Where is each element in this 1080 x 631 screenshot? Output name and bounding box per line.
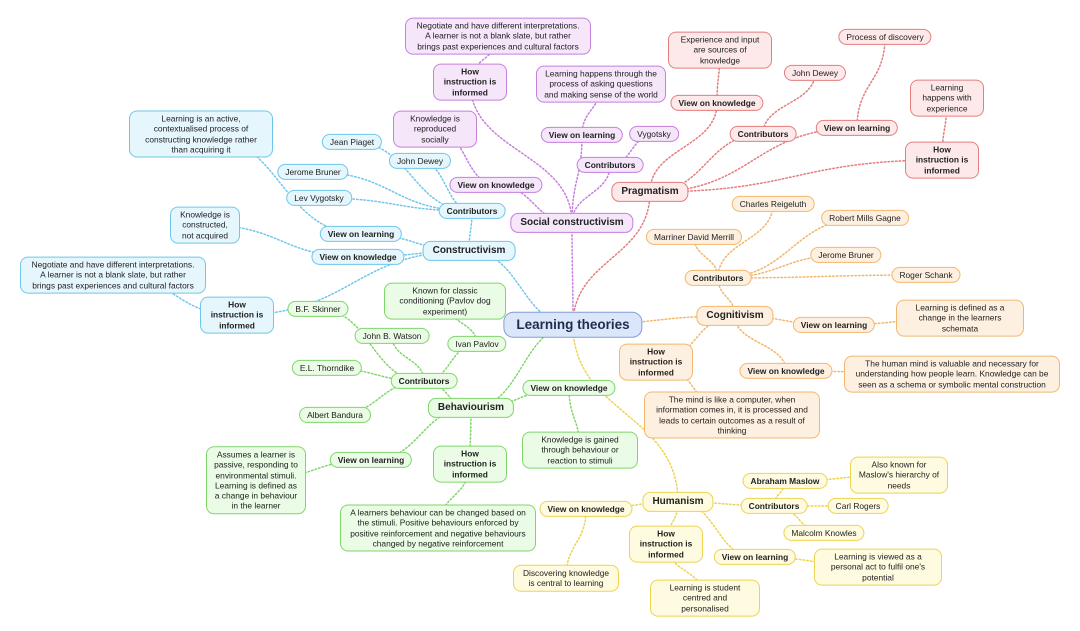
- social-constructivism-view-on-learning-text[interactable]: Learning happens through the process of …: [536, 65, 666, 103]
- pragmatism-how-instruction-text[interactable]: Learning happens with experience: [910, 79, 984, 117]
- humanism-contributors-node[interactable]: Contributors: [740, 497, 808, 515]
- pragmatism-view-on-knowledge-node[interactable]: View on knowledge: [670, 94, 764, 112]
- social-constructivism-view-on-knowledge-text[interactable]: Knowledge is reproduced socially: [393, 110, 477, 148]
- constructivism-node[interactable]: Constructivism: [422, 240, 516, 262]
- humanism-how-instruction-text[interactable]: Learning is student centred and personal…: [650, 579, 760, 617]
- connector-soc-soc_vol: [571, 134, 583, 224]
- humanism-node[interactable]: Humanism: [642, 491, 714, 513]
- contributor-john-b-watson[interactable]: John B. Watson: [354, 327, 430, 345]
- pavlov-note[interactable]: Known for classic conditioning (Pavlov d…: [384, 282, 506, 320]
- contributor-ivan-pavlov[interactable]: Ivan Pavlov: [447, 335, 507, 353]
- cognitivism-view-on-knowledge-node[interactable]: View on knowledge: [739, 362, 833, 380]
- pragmatism-node[interactable]: Pragmatism: [611, 181, 689, 203]
- humanism-how-instruction-node[interactable]: How instruction is informed: [629, 525, 703, 563]
- contributor-roger-schank[interactable]: Roger Schank: [891, 266, 961, 284]
- constructivism-contributors-node[interactable]: Contributors: [438, 202, 506, 220]
- constructivism-view-on-knowledge-text[interactable]: Knowledge is constructed, not acquired: [170, 206, 240, 244]
- contributor-marriner-david-merrill[interactable]: Marriner David Merrill: [645, 228, 743, 246]
- cognitivism-how-instruction-node[interactable]: How instruction is informed: [619, 343, 693, 381]
- behaviourism-how-instruction-node[interactable]: How instruction is informed: [433, 445, 507, 483]
- cognitivism-contributors-node[interactable]: Contributors: [684, 269, 752, 287]
- social-constructivism-how-instruction-node[interactable]: How instruction is informed: [433, 63, 507, 101]
- social-constructivism-view-on-knowledge-node[interactable]: View on knowledge: [449, 176, 543, 194]
- contributor-carl-rogers[interactable]: Carl Rogers: [827, 497, 889, 515]
- contributor-albert-bandura[interactable]: Albert Bandura: [299, 406, 371, 424]
- contributor-vygotsky[interactable]: Vygotsky: [629, 125, 679, 143]
- central-topic[interactable]: Learning theories: [503, 311, 643, 339]
- contributor-john-dewey[interactable]: John Dewey: [388, 152, 452, 170]
- social-constructivism-node[interactable]: Social constructivism: [510, 212, 634, 234]
- connector-center-soc: [571, 222, 574, 326]
- humanism-view-on-knowledge-node[interactable]: View on knowledge: [539, 500, 633, 518]
- connector-soc-soc_hii: [469, 81, 573, 224]
- behaviourism-view-on-knowledge-node[interactable]: View on knowledge: [522, 379, 616, 397]
- social-constructivism-contributors-node[interactable]: Contributors: [576, 156, 644, 174]
- constructivism-how-instruction-node[interactable]: How instruction is informed: [200, 296, 274, 334]
- contributor-john-dewey[interactable]: John Dewey: [783, 64, 847, 82]
- contributor-jerome-bruner[interactable]: Jerome Bruner: [810, 246, 882, 264]
- cognitivism-how-instruction-text[interactable]: The mind is like a computer, when inform…: [644, 391, 820, 439]
- contributor-malcolm-knowles[interactable]: Malcolm Knowles: [783, 524, 865, 542]
- pragmatism-how-instruction-node[interactable]: How instruction is informed: [905, 141, 979, 179]
- pragmatism-view-on-learning-node[interactable]: View on learning: [815, 119, 899, 137]
- humanism-view-on-knowledge-text[interactable]: Discovering knowledge is central to lear…: [513, 564, 619, 592]
- contributor-el-thorndike[interactable]: E.L. Thorndike: [291, 359, 363, 377]
- connector-prag_contrib-prag_dewey: [762, 72, 816, 135]
- contributor-bf-skinner[interactable]: B.F. Skinner: [287, 300, 349, 318]
- behaviourism-how-instruction-text[interactable]: A learners behaviour can be changed base…: [340, 504, 536, 552]
- humanism-view-on-learning-text[interactable]: Learning is viewed as a personal act to …: [814, 548, 942, 586]
- contributor-abraham-maslow[interactable]: Abraham Maslow: [742, 472, 828, 490]
- humanism-view-on-learning-node[interactable]: View on learning: [713, 548, 797, 566]
- maslow-note[interactable]: Also known for Maslow's hierarchy of nee…: [850, 456, 948, 494]
- cognitivism-view-on-learning-text[interactable]: Learning is defined as a change in the l…: [896, 299, 1024, 337]
- constructivism-view-on-learning-node[interactable]: View on learning: [319, 225, 403, 243]
- contributor-charles-reigeluth[interactable]: Charles Reigeluth: [731, 195, 815, 213]
- behaviourism-view-on-learning-text[interactable]: Assumes a learner is passive, responding…: [206, 446, 306, 514]
- contributor-robert-mills-gagne[interactable]: Robert Mills Gagne: [821, 209, 909, 227]
- behaviourism-view-on-learning-node[interactable]: View on learning: [329, 451, 413, 469]
- contributor-lev-vygotsky[interactable]: Lev Vygotsky: [286, 189, 352, 207]
- social-constructivism-how-instruction-text[interactable]: Negotiate and have different interpretat…: [405, 17, 591, 55]
- pragmatism-view-on-learning-text[interactable]: Process of discovery: [838, 28, 932, 46]
- connector-con-con_hii: [236, 250, 470, 316]
- behaviourism-view-on-knowledge-text[interactable]: Knowledge is gained through behaviour or…: [522, 431, 638, 469]
- behaviourism-node[interactable]: Behaviourism: [427, 397, 515, 419]
- connector-prag_vol-prag_vol_t: [856, 36, 886, 129]
- connector-prag-prag_hii: [649, 159, 943, 193]
- social-constructivism-view-on-learning-node[interactable]: View on learning: [540, 126, 624, 144]
- cognitivism-node[interactable]: Cognitivism: [696, 305, 774, 327]
- connector-cog_contrib-cog_reig: [717, 203, 774, 279]
- behaviourism-contributors-node[interactable]: Contributors: [390, 372, 458, 390]
- pragmatism-contributors-node[interactable]: Contributors: [729, 125, 797, 143]
- cognitivism-view-on-learning-node[interactable]: View on learning: [792, 316, 876, 334]
- cognitivism-view-on-knowledge-text[interactable]: The human mind is valuable and necessary…: [844, 355, 1060, 393]
- constructivism-view-on-knowledge-node[interactable]: View on knowledge: [311, 248, 405, 266]
- connector-center-prag: [572, 191, 651, 326]
- constructivism-view-on-learning-text[interactable]: Learning is an active, contextualised pr…: [129, 110, 273, 158]
- contributor-jerome-bruner[interactable]: Jerome Bruner: [277, 163, 349, 181]
- constructivism-how-instruction-text[interactable]: Negotiate and have different interpretat…: [20, 256, 206, 294]
- connector-prag-prag_vok: [649, 102, 718, 193]
- connector-center-hum: [572, 324, 679, 503]
- pragmatism-view-on-knowledge-text[interactable]: Experience and input are sources of know…: [668, 31, 772, 69]
- contributor-jean-piaget[interactable]: Jean Piaget: [321, 133, 383, 151]
